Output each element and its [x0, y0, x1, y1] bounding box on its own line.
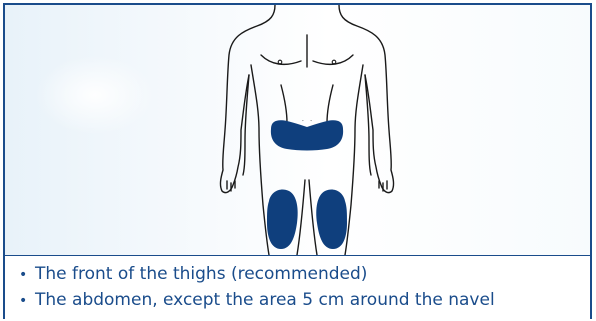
- right-nipple: [332, 60, 336, 64]
- figure-frame: • The front of the thighs (recommended) …: [3, 3, 592, 319]
- left-nipple: [278, 60, 282, 64]
- body-outline-illustration: [5, 5, 592, 255]
- caption-item-thighs: • The front of the thighs (recommended): [19, 262, 589, 288]
- abdomen-right: [327, 85, 333, 123]
- caption-item-text: The abdomen, except the area 5 cm around…: [35, 288, 495, 313]
- navel-gap: [301, 120, 313, 126]
- left-inner-thigh: [297, 180, 305, 255]
- bullet-dot-icon: •: [19, 263, 35, 288]
- right-thigh-injection-site: [316, 189, 347, 249]
- abdomen-left: [281, 85, 287, 123]
- left-thigh-injection-site: [267, 189, 298, 249]
- caption-list: • The front of the thighs (recommended) …: [19, 262, 589, 314]
- caption-divider: [5, 255, 592, 256]
- caption-item-text: The front of the thighs (recommended): [35, 262, 367, 287]
- illustration-panel: [5, 5, 592, 255]
- right-inner-thigh: [309, 180, 317, 255]
- left-torso-outline: [251, 65, 269, 255]
- right-torso-outline: [345, 65, 363, 255]
- caption-item-abdomen: • The abdomen, except the area 5 cm arou…: [19, 288, 589, 314]
- bullet-dot-icon: •: [19, 289, 35, 314]
